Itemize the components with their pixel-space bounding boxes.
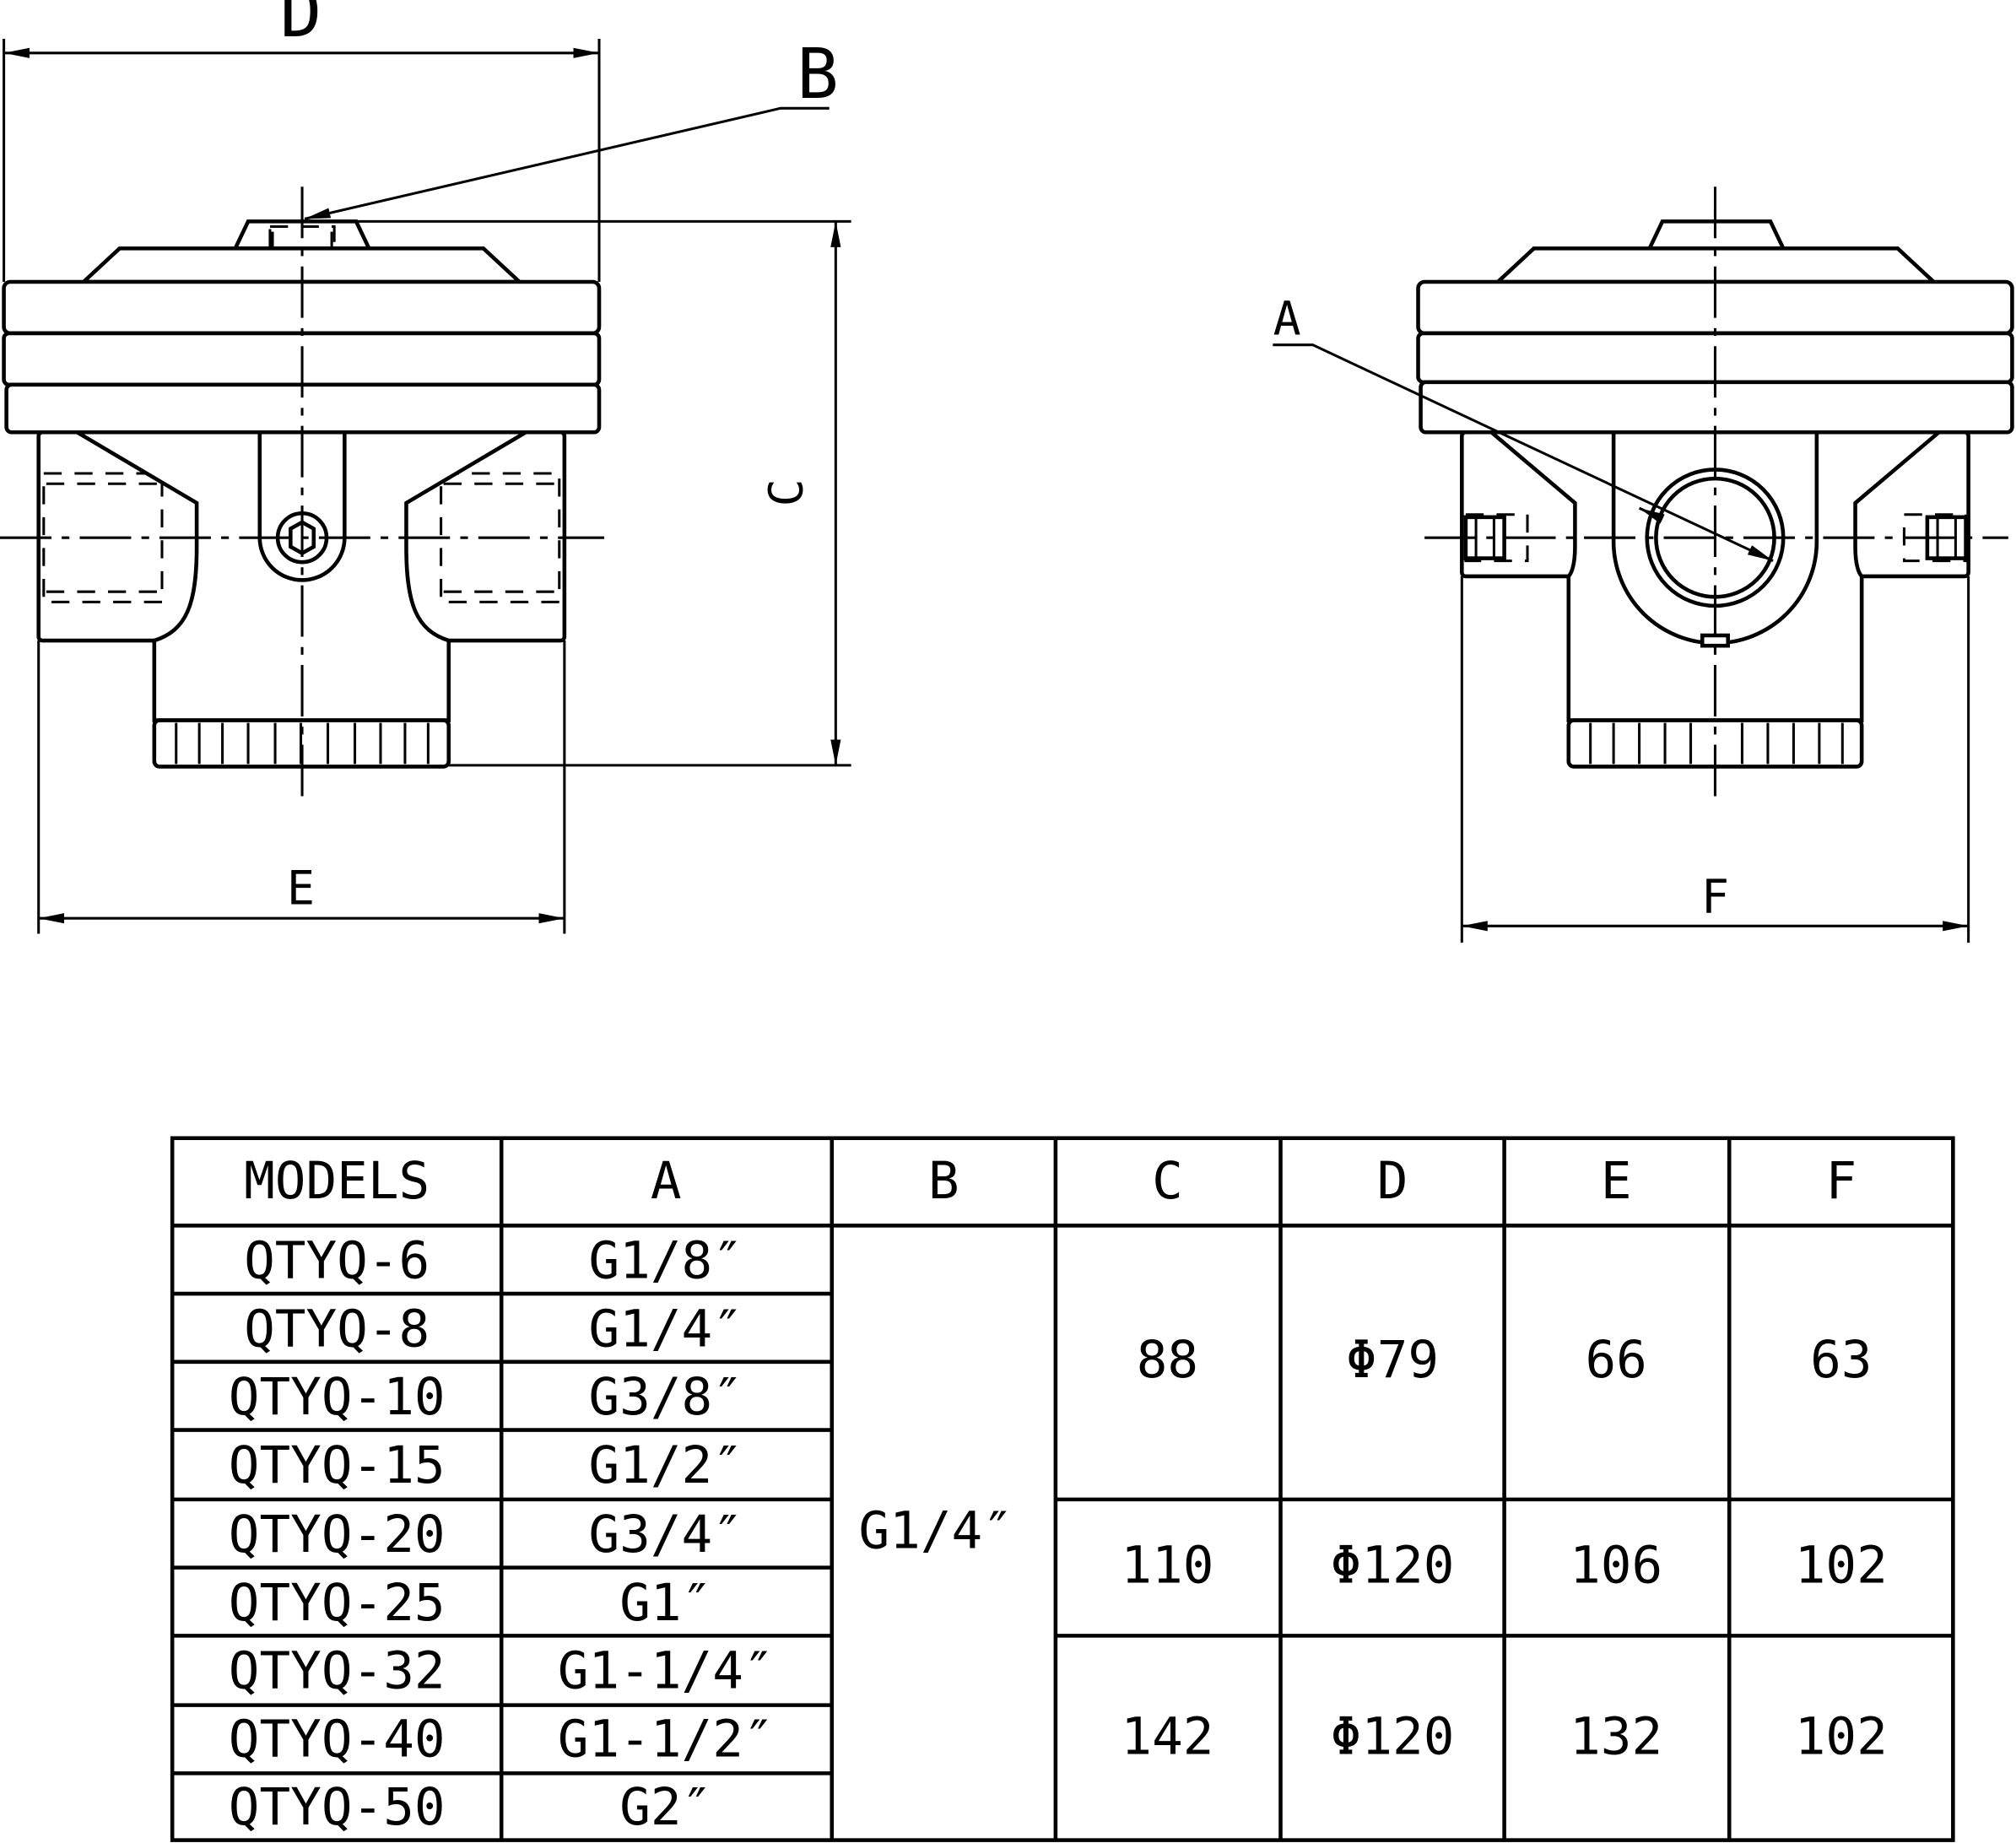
c-cell: 110 xyxy=(1121,1536,1213,1596)
c-cell: 142 xyxy=(1121,1706,1213,1766)
header-c: C xyxy=(1152,1151,1183,1211)
header-a: A xyxy=(651,1151,682,1211)
model-cell: QTYQ-40 xyxy=(229,1709,446,1769)
front-view xyxy=(0,186,605,802)
side-dimensions: A F xyxy=(1273,291,1970,943)
model-cell: QTYQ-20 xyxy=(229,1505,446,1565)
model-cell: QTYQ-25 xyxy=(229,1573,446,1633)
e-cell: 66 xyxy=(1585,1330,1646,1390)
model-cell: QTYQ-6 xyxy=(244,1231,430,1291)
a-cell: G3/4″ xyxy=(589,1505,743,1565)
model-cell: QTYQ-32 xyxy=(229,1641,446,1701)
dim-label-f: F xyxy=(1701,870,1729,924)
f-cell: 102 xyxy=(1795,1536,1888,1596)
d-cell: Φ120 xyxy=(1331,1706,1455,1766)
a-cell: G1″ xyxy=(619,1573,712,1633)
dimension-table: MODELS A B C D E F QTYQ-6 QTYQ-8 QTYQ-10… xyxy=(170,1136,1955,1842)
front-dimensions: D B C E xyxy=(3,0,851,934)
side-view xyxy=(1416,186,2014,802)
d-cell: Φ120 xyxy=(1331,1536,1455,1596)
a-cell: G1/8″ xyxy=(589,1231,743,1291)
model-cell: QTYQ-50 xyxy=(229,1777,446,1837)
side-knurl-lines xyxy=(1589,722,1844,765)
d-cell: Φ79 xyxy=(1346,1330,1439,1390)
dim-label-a: A xyxy=(1273,291,1301,345)
a-cell: G1-1/4″ xyxy=(558,1641,775,1701)
a-cell: G3/8″ xyxy=(589,1367,743,1427)
dim-label-d: D xyxy=(280,0,322,53)
e-cell: 132 xyxy=(1570,1706,1662,1766)
model-cell: QTYQ-8 xyxy=(244,1299,430,1359)
a-cell: G1/2″ xyxy=(589,1435,743,1495)
header-b: B xyxy=(928,1151,959,1211)
f-cell: 102 xyxy=(1795,1706,1888,1766)
header-f: F xyxy=(1825,1151,1857,1211)
model-cell: QTYQ-15 xyxy=(229,1435,446,1495)
header-e: E xyxy=(1601,1151,1632,1211)
header-d: D xyxy=(1377,1151,1408,1211)
a-cell: G2″ xyxy=(619,1777,712,1837)
dim-label-b: B xyxy=(797,35,839,115)
dim-label-e: E xyxy=(287,861,315,915)
a-cell: G1/4″ xyxy=(589,1299,743,1359)
model-cell: QTYQ-10 xyxy=(229,1367,446,1427)
b-cell: G1/4″ xyxy=(858,1501,1013,1561)
f-cell: 63 xyxy=(1810,1330,1872,1390)
dim-label-c: C xyxy=(759,478,813,506)
c-cell: 88 xyxy=(1137,1330,1198,1390)
a-cell: G1-1/2″ xyxy=(558,1709,775,1769)
e-cell: 106 xyxy=(1570,1536,1662,1596)
header-models: MODELS xyxy=(244,1151,430,1211)
